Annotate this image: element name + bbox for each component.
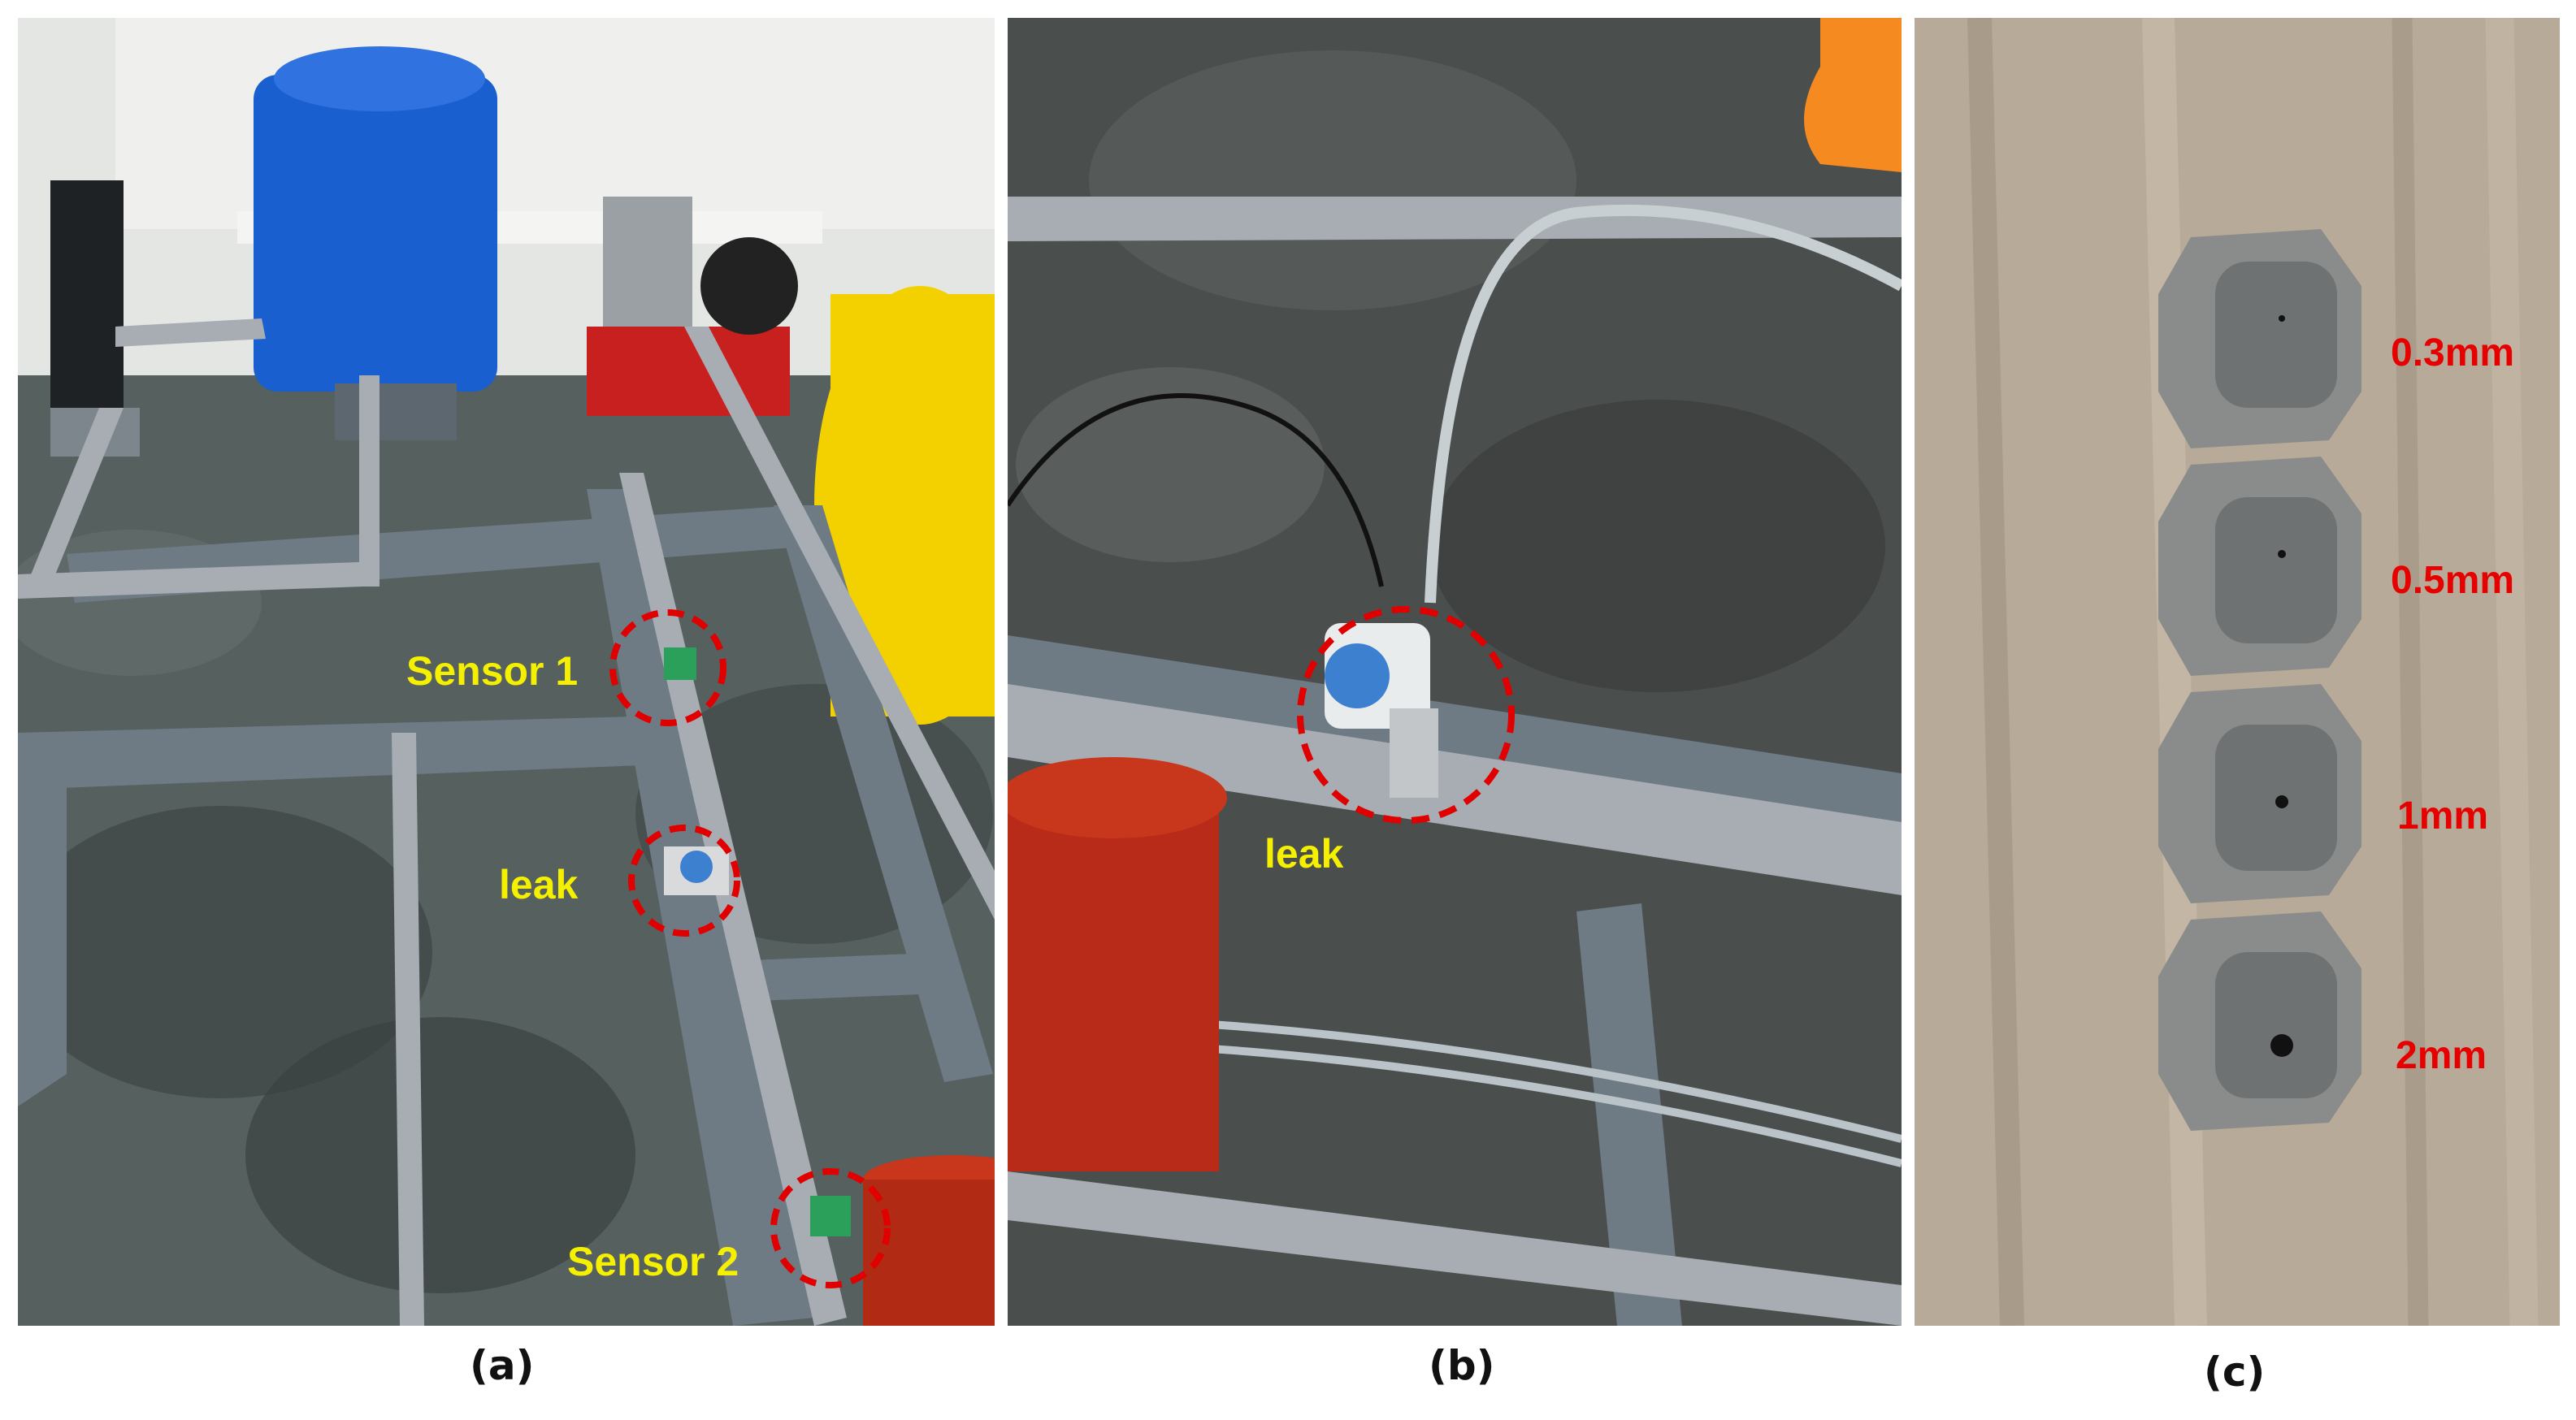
size-label-2: 1mm <box>2397 794 2489 838</box>
photo-panel-b: leak <box>1008 18 1902 1326</box>
red-bucket <box>863 1180 995 1326</box>
leak-highlight <box>1297 606 1515 824</box>
panel-c-caption: (c) <box>2204 1349 2266 1396</box>
size-label-1: 0.5mm <box>2391 559 2515 602</box>
leak-valve-closeup-photo <box>1008 18 1902 1326</box>
sensor-2-label: Sensor 2 <box>567 1239 739 1284</box>
photo-panel-c: 0.3mm 0.5mm 1mm 2mm <box>1915 18 2560 1326</box>
main-pipe <box>1008 684 1902 895</box>
size-label-3: 2mm <box>2396 1034 2487 1077</box>
photo-panel-a: Sensor 1 leak Sensor 2 <box>18 18 995 1326</box>
blue-water-tank <box>254 75 497 392</box>
air-compressor <box>587 327 790 416</box>
size-label-0: 0.3mm <box>2391 331 2515 374</box>
red-bucket <box>1008 798 1219 1171</box>
test-rig-photo <box>18 18 995 1326</box>
leak-highlight <box>628 825 740 937</box>
panel-a-caption: (a) <box>470 1342 535 1389</box>
panel-b-caption: (b) <box>1429 1342 1495 1389</box>
sensor-1-label: Sensor 1 <box>406 648 579 694</box>
orifice-nozzles-photo <box>1915 18 2560 1326</box>
main-pipe <box>619 473 847 1326</box>
sensor-1-highlight <box>609 609 726 726</box>
shoe <box>1804 18 1902 172</box>
sensor-2-highlight <box>770 1168 891 1288</box>
leak-label-b: leak <box>1264 831 1344 877</box>
leak-label: leak <box>499 862 579 907</box>
